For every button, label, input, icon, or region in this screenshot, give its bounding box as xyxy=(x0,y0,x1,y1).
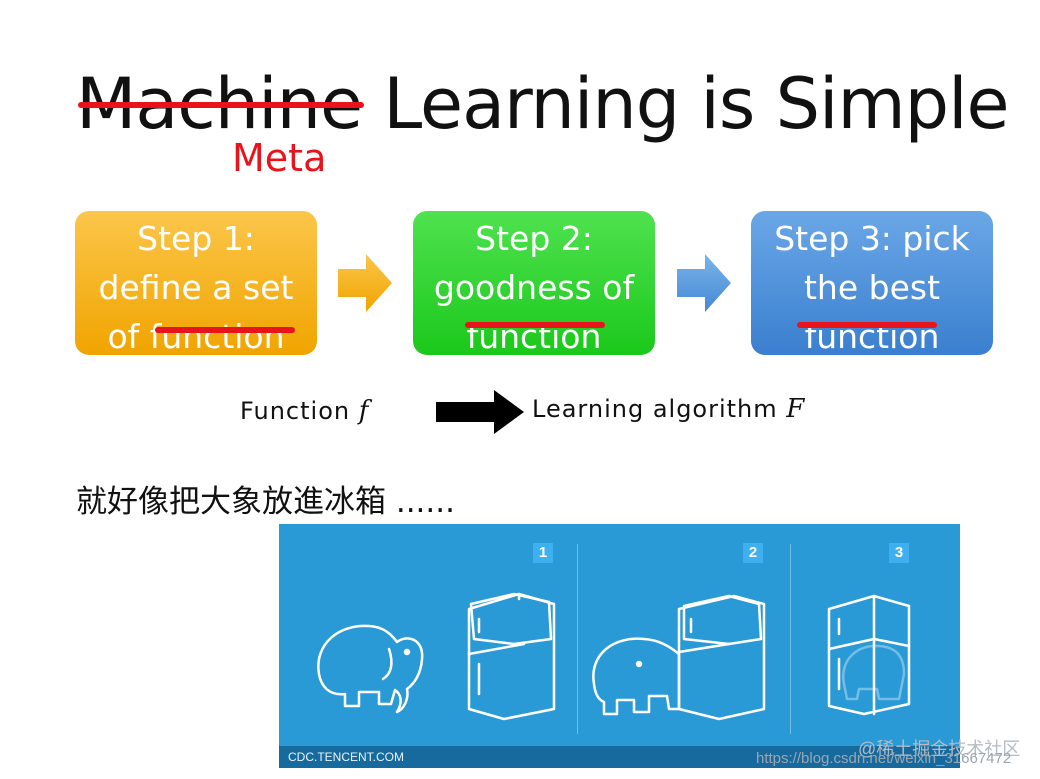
strike-line xyxy=(78,102,365,108)
step-badge-3: 3 xyxy=(889,543,909,563)
black-right-arrow-icon xyxy=(436,390,524,434)
chinese-caption: 就好像把大象放進冰箱 ...... xyxy=(76,484,455,520)
faint-elephant-icon xyxy=(841,644,906,701)
step-2-strike-line xyxy=(465,322,605,328)
step-3-strike-line xyxy=(797,322,937,328)
algorithm-symbol-F: F xyxy=(786,394,806,424)
step-1-line-1: Step 1: xyxy=(137,219,255,258)
step-badge-2: 2 xyxy=(743,543,763,563)
step-1-line-3: of function xyxy=(107,317,285,355)
panel-source-label: CDC.TENCENT.COM xyxy=(288,750,404,764)
step-2-line-2: goodness of xyxy=(433,268,635,307)
step-badge-1: 1 xyxy=(533,543,553,563)
struck-word-machine: Machine xyxy=(76,63,365,145)
panel-divider xyxy=(577,544,578,734)
title-rest: Learning is Simple xyxy=(362,63,1009,145)
learning-algorithm-label: Learning algorithm F xyxy=(532,394,806,424)
step-3-line-3: function xyxy=(804,317,940,355)
fridge-icon xyxy=(677,594,766,721)
right-arrow-icon xyxy=(677,254,731,312)
step-2-line-1: Step 2: xyxy=(475,219,593,258)
site-watermark: @稀土掘金技术社区 xyxy=(858,739,1021,759)
step-1-strike-line xyxy=(155,327,295,333)
step-2-box: Step 2: goodness of function xyxy=(413,211,655,355)
step-1-box: Step 1: define a set of function xyxy=(75,211,317,355)
right-arrow-icon xyxy=(338,254,392,312)
url-watermark: https://blog.csdn.net/weixin_31667472 xyxy=(756,750,1012,767)
fridge-icon xyxy=(467,592,556,721)
step-2-line-3: function xyxy=(466,317,602,355)
fridge-icon xyxy=(827,594,911,716)
slide-title: Machine Learning is Simple xyxy=(76,62,1010,146)
elephant-icon xyxy=(592,637,681,716)
step-3-line-2: the best xyxy=(803,268,941,307)
function-label: Function f xyxy=(240,396,370,426)
function-symbol-f: f xyxy=(358,396,370,426)
step-1-line-2: define a set xyxy=(98,268,294,307)
panel-divider xyxy=(790,544,791,734)
step-3-box: Step 3: pick the best function xyxy=(751,211,993,355)
replacement-word-meta: Meta xyxy=(232,136,327,180)
step-3-line-1: Step 3: pick xyxy=(774,219,970,258)
line-art-drawing xyxy=(317,592,911,721)
panel-footer-bar: CDC.TENCENT.COM xyxy=(279,746,960,768)
elephant-icon xyxy=(317,624,424,714)
elephant-fridge-illustration: 1 2 3 xyxy=(279,524,960,768)
